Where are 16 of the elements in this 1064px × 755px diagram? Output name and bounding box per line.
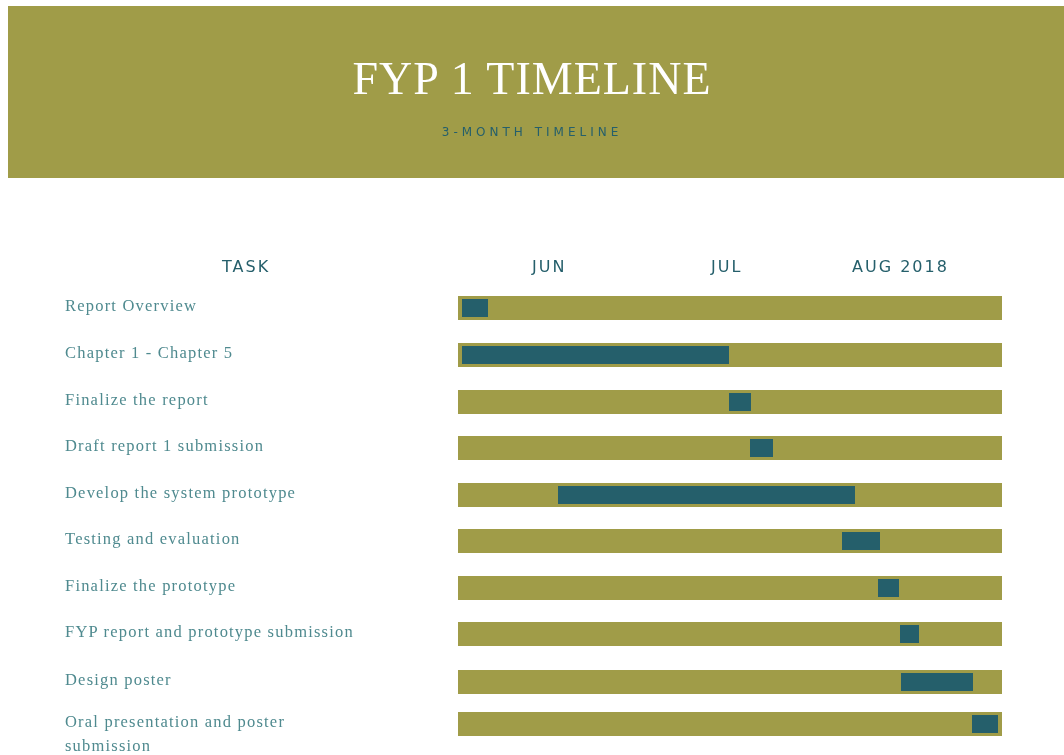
task-label: Design poster bbox=[65, 669, 173, 691]
title: FYP 1 TIMELINE bbox=[351, 52, 713, 105]
task-label: Oral presentation and poster submission bbox=[65, 711, 287, 755]
task-label: Chapter 1 - Chapter 5 bbox=[65, 342, 235, 364]
month-label: AUG 2018 bbox=[852, 257, 949, 276]
task-label: Testing and evaluation bbox=[65, 528, 242, 550]
task-label: Report Overview bbox=[65, 295, 199, 317]
task-label: FYP report and prototype submission bbox=[65, 621, 355, 643]
subtitle: 3-MONTH TIMELINE bbox=[440, 125, 624, 139]
column-header: TASK bbox=[222, 257, 271, 276]
month-label: JUN bbox=[532, 257, 567, 276]
task-label: Finalize the report bbox=[65, 389, 210, 411]
task-label: Develop the system prototype bbox=[65, 482, 298, 504]
task-label: Draft report 1 submission bbox=[65, 435, 266, 457]
month-label: JUL bbox=[711, 257, 743, 276]
task-label: Finalize the prototype bbox=[65, 575, 238, 597]
